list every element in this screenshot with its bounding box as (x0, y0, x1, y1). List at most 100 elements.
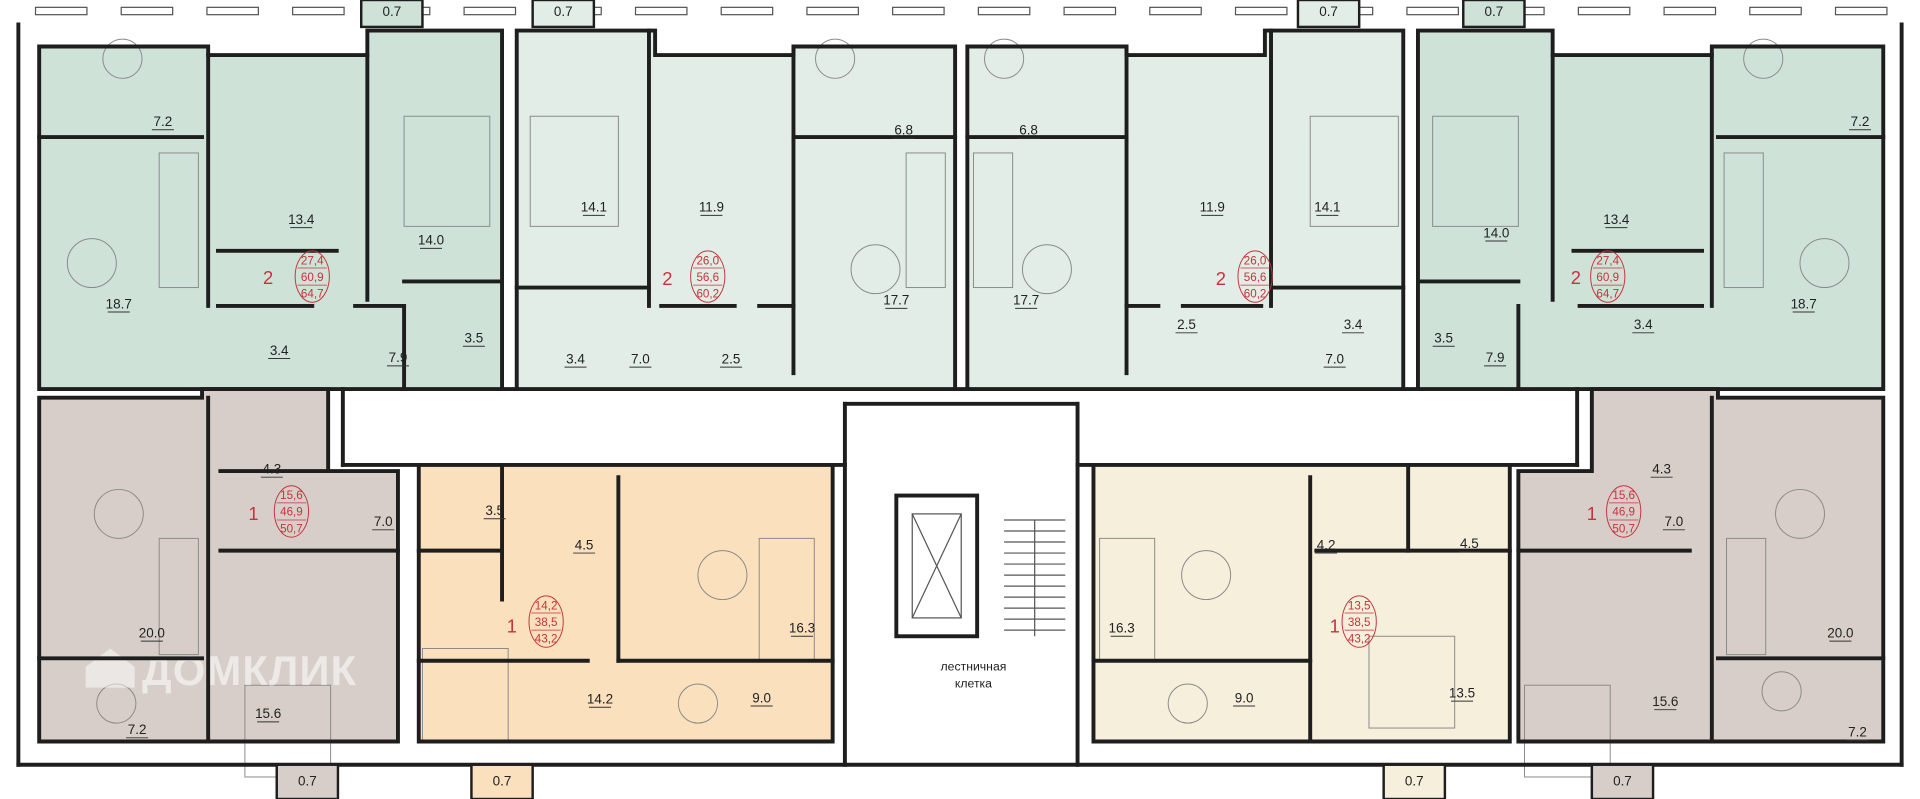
balcony (275, 763, 340, 799)
room-labels: 7.2 18.7 1 3.4 14.0 3.4 3.5 7.9 14.1 11.9 6.8 17.7 3… (106, 114, 1872, 741)
room-area-label: 7.0 (1325, 351, 1344, 366)
apartment-badges: 27,460,964,7226,056,660,2226,056,660,222… (248, 250, 1642, 648)
room-area-label: 7.2 (154, 114, 173, 129)
window (634, 6, 688, 16)
apartment-outline (1416, 28, 1886, 392)
apartment-b3 (1093, 464, 1510, 742)
area-badge-circle (528, 595, 564, 648)
living-area: 15,6 (280, 489, 303, 502)
area-badge-circle (294, 250, 330, 303)
room-area-label: 14.0 (1483, 225, 1509, 240)
bed (1432, 115, 1519, 227)
room-area-label: 9.0 (752, 690, 771, 705)
room-area-label: 7.0 (1665, 514, 1684, 529)
room-area-label: 3.4 (1634, 317, 1653, 332)
stairs (1004, 519, 1066, 637)
window (292, 6, 345, 16)
room-area-label: 7.2 (128, 722, 147, 737)
apartment-a4 (1417, 30, 1884, 390)
room-area-label: 6.8 (1019, 123, 1038, 138)
total-area-with-balcony: 50,7 (1612, 522, 1635, 535)
area-badge-circle (1590, 250, 1626, 303)
apartment-a1 (39, 30, 503, 390)
living-area: 26,0 (1244, 254, 1267, 267)
room-area-label: 17.7 (883, 293, 909, 308)
room-area-label: 11.9 (699, 200, 724, 215)
total-area-with-balcony: 64,7 (1596, 287, 1619, 300)
balcony-area-label: 0.7 (493, 774, 512, 789)
sofa (1723, 152, 1764, 289)
room-area-label: 11.9 (1200, 200, 1225, 215)
bed (1368, 635, 1456, 729)
staircase: лестничная клетка (894, 493, 1066, 691)
room-count: 1 (248, 503, 258, 524)
room-area-label: 4.5 (1460, 536, 1479, 551)
window (1234, 6, 1288, 16)
living-area: 27,4 (1596, 254, 1619, 267)
room-area-label: 3.5 (465, 331, 484, 346)
room-area-label: 9.0 (1235, 690, 1254, 705)
living-area: 27,4 (301, 254, 324, 267)
living-area: 13,5 (1348, 599, 1371, 612)
balcony (1296, 0, 1361, 29)
room-area-label: 7.0 (374, 514, 393, 529)
window (1663, 6, 1717, 16)
room-area-label: 14.0 (418, 233, 444, 248)
total-area-with-balcony: 60,2 (1244, 287, 1267, 300)
room-area-label: 3.4 (1344, 317, 1363, 332)
room-area-label: 18.7 (106, 296, 132, 311)
area-badge-circle (1341, 595, 1377, 648)
room-area-label: 20.0 (1827, 625, 1853, 640)
furniture (66, 38, 1850, 778)
round-table (815, 38, 856, 79)
room-area-label: 2.5 (1177, 317, 1196, 332)
room-area-label: 7.2 (1848, 725, 1867, 740)
room-area-label: 3.4 (270, 343, 289, 358)
window (1834, 6, 1888, 16)
total-area: 38,5 (535, 616, 558, 629)
window (1149, 6, 1202, 16)
apartment-b4 (1518, 389, 1884, 742)
room-area-label: 4.3 (1652, 462, 1671, 477)
dining-table (1021, 244, 1072, 295)
total-area-with-balcony: 64,7 (301, 287, 324, 300)
round-table (1743, 38, 1784, 79)
room-area-label: 18.7 (1791, 296, 1817, 311)
round-table (102, 38, 143, 79)
total-area: 56,6 (696, 271, 719, 284)
room-count: 2 (662, 268, 672, 289)
room-count: 2 (263, 267, 273, 288)
room-area-label: 7.2 (1851, 114, 1870, 129)
room-area-label: 4.2 (1317, 537, 1336, 552)
total-area: 60,9 (1596, 271, 1619, 284)
balcony (470, 763, 534, 799)
balcony (1382, 763, 1447, 799)
total-area: 38,5 (1348, 616, 1371, 629)
apartment-outline (1091, 463, 1512, 744)
room-area-label: 6.8 (894, 123, 913, 138)
area-badge-circle (1606, 485, 1642, 538)
window (463, 6, 517, 16)
balcony-area-label: 0.7 (1319, 4, 1338, 19)
balcony-area-label: 0.7 (1485, 4, 1504, 19)
walls (16, 6, 1904, 767)
window (720, 6, 774, 16)
room-area-label: 3.4 (566, 351, 585, 366)
watermark-text: ДОМКЛИК (142, 647, 357, 694)
balcony-area-label: 0.7 (554, 4, 573, 19)
bed (529, 115, 619, 227)
total-area-with-balcony: 60,2 (696, 287, 719, 300)
total-area: 60,9 (301, 271, 324, 284)
total-area: 56,6 (1244, 271, 1267, 284)
dining-table (1775, 488, 1825, 539)
apartment-b1 (39, 389, 398, 742)
room-count: 1 (507, 616, 517, 637)
staircase-label-line2: клетка (955, 677, 992, 691)
room-area-label: 4.3 (262, 462, 281, 477)
sofa (972, 152, 1014, 289)
apartment-fills (39, 30, 1884, 742)
room-area-label: 14.1 (581, 200, 607, 215)
round-table (1167, 683, 1208, 724)
room-area-label: 7.9 (389, 350, 408, 365)
room-area-label: 14.2 (587, 692, 613, 707)
